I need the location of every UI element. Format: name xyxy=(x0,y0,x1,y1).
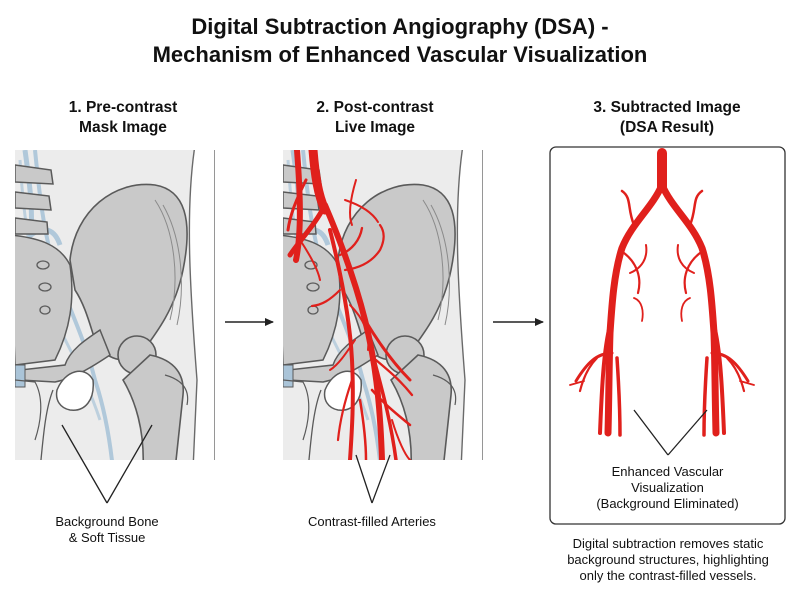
enhanced-label-line-3: (Background Eliminated) xyxy=(596,496,739,511)
bone-leader-lines xyxy=(61,424,153,504)
arteries-label: Contrast-filled Arteries xyxy=(308,514,436,529)
summary-line-1: Digital subtraction removes static xyxy=(572,536,764,551)
panel-2-heading-line-2: Live Image xyxy=(334,119,416,136)
panel-1-heading: 1. Pre-contrast Mask Image xyxy=(3,98,243,138)
enhanced-visualization-label: Enhanced Vascular Visualization (Backgro… xyxy=(557,464,778,512)
enhanced-label-line-1: Enhanced Vascular xyxy=(611,464,724,479)
artery-leader-lines xyxy=(355,454,391,504)
diagram-title-line-2: Mechanism of Enhanced Vascular Visualiza… xyxy=(152,42,648,67)
bone-tissue-label-line-2: & Soft Tissue xyxy=(68,530,146,545)
panel-3-heading: 3. Subtracted Image (DSA Result) xyxy=(547,98,787,138)
panel-1-heading-line-2: Mask Image xyxy=(79,119,167,136)
panel-2-live-image xyxy=(278,150,483,460)
panel-2-contrast-arteries xyxy=(286,150,414,460)
enhanced-leader-lines xyxy=(633,409,708,456)
diagram-title-line-1: Digital Subtraction Angiography (DSA) - xyxy=(191,14,609,39)
bone-tissue-label: Background Bone & Soft Tissue xyxy=(0,514,214,546)
panel-3-heading-line-2: (DSA Result) xyxy=(619,119,715,136)
panel-1-mask-image xyxy=(10,145,215,470)
panel-2-heading: 2. Post-contrast Live Image xyxy=(255,98,495,138)
summary-line-2: background structures, highlighting xyxy=(567,552,769,567)
enhanced-label-line-2: Visualization xyxy=(631,480,704,495)
bone-tissue-label-line-1: Background Bone xyxy=(55,514,159,529)
summary-line-3: only the contrast-filled vessels. xyxy=(579,568,757,583)
panel-1-heading-line-1: 1. Pre-contrast xyxy=(68,99,178,116)
summary-caption: Digital subtraction removes static backg… xyxy=(540,536,796,584)
panel-3-heading-line-1: 3. Subtracted Image xyxy=(593,99,741,116)
panel-2-heading-line-1: 2. Post-contrast xyxy=(316,99,434,116)
